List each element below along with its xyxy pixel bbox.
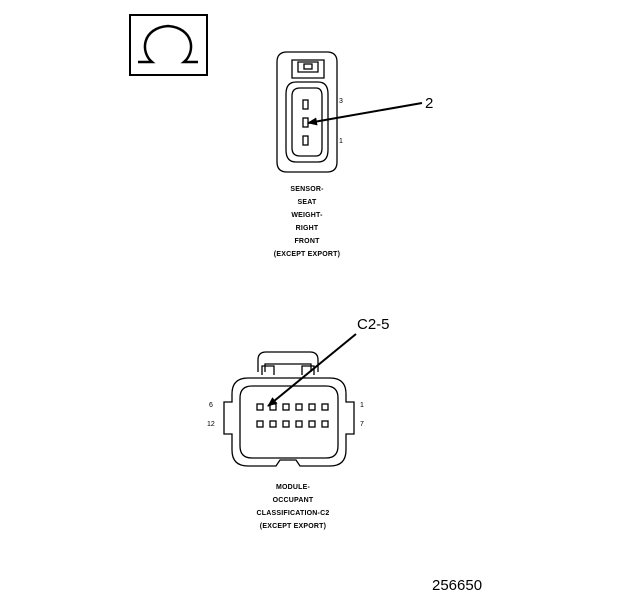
sensor-connector [276,51,338,173]
figure-number: 256650 [432,577,483,594]
module-pin-bottom-right-label: 7 [360,421,364,428]
sensor-pin-bottom-label: 1 [339,138,343,145]
sensor-callout-arrow [307,102,423,126]
sensor-pin-1 [302,135,309,146]
module-label-line: CLASSIFICATION-C2 [256,510,330,517]
module-connector [223,351,355,467]
sensor-label-line: RIGHT [295,225,319,232]
sensor-label-line: SEAT [297,199,317,206]
module-callout-label: C2-5 [357,316,390,333]
module-label-line: OCCUPANT [272,497,314,504]
sensor-pin-top-label: 3 [339,98,343,105]
sensor-label-line: FRONT [294,238,320,245]
module-pin-grid [256,403,329,428]
ohm-symbol-icon [129,14,208,76]
sensor-callout-label: 2 [425,95,434,112]
sensor-label: SENSOR- SEAT WEIGHT- RIGHT FRONT (EXCEPT… [257,183,357,261]
module-pin-top-right-label: 1 [360,402,364,409]
sensor-label-line: (EXCEPT EXPORT) [273,251,341,258]
module-pin-top-left-label: 6 [209,402,213,409]
module-pin-bottom-left-label: 12 [207,421,215,428]
module-callout-arrow [267,333,357,407]
sensor-pin-2 [302,117,309,128]
sensor-label-line: SENSOR- [290,186,324,193]
sensor-pin-3 [302,99,309,110]
sensor-label-line: WEIGHT- [291,212,323,219]
module-label-line: MODULE- [275,484,311,491]
module-label: MODULE- OCCUPANT CLASSIFICATION-C2 (EXCE… [233,481,353,533]
module-label-line: (EXCEPT EXPORT) [259,523,327,530]
